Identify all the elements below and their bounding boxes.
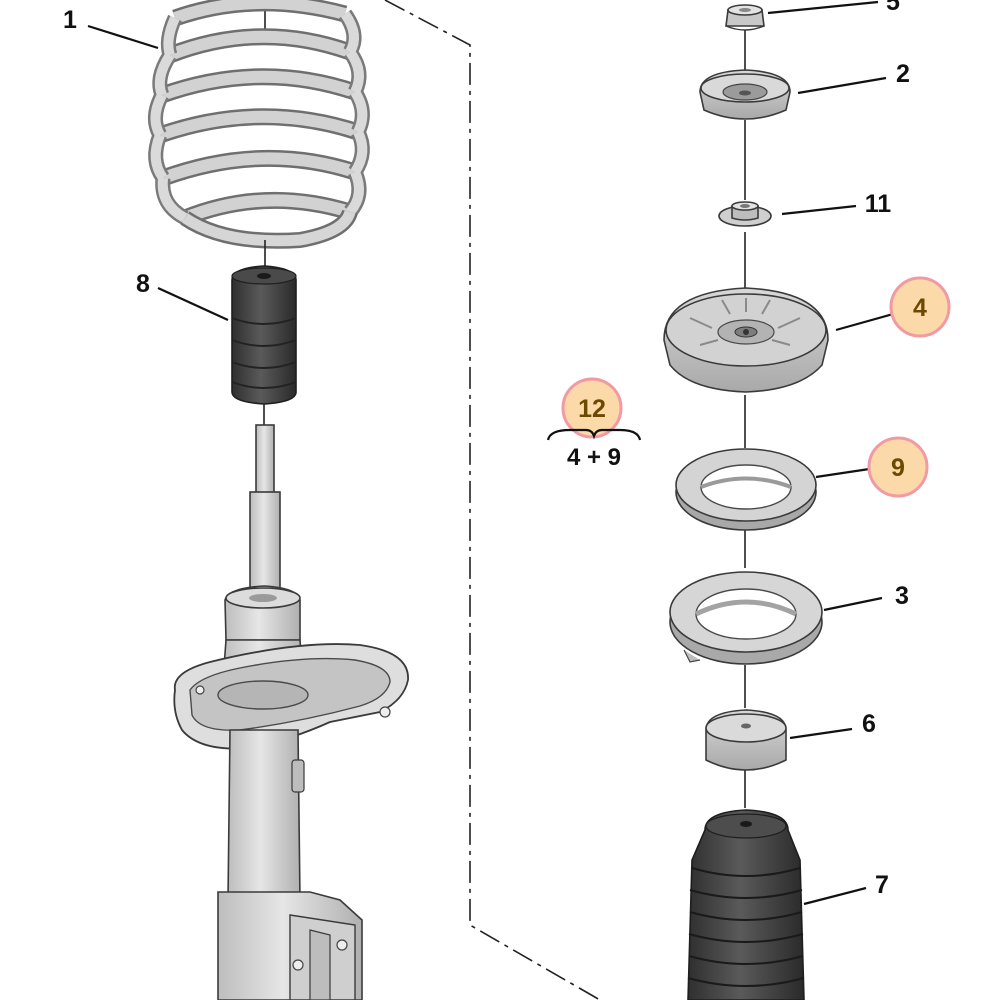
strut-top-mount [663,287,829,393]
label-part-4: 4 [913,294,927,322]
leader-3 [823,596,883,612]
label-part-1: 1 [63,6,77,34]
cup-washer [699,69,791,120]
highlight-badge-12 [561,377,623,439]
label-part-12: 12 [578,395,606,423]
leader-11 [781,204,857,216]
bearing [675,448,817,531]
label-part-9: 9 [891,454,905,482]
coil-spring [148,0,370,249]
group-brace [546,428,642,441]
leader-1 [87,24,159,50]
small-nut [718,201,772,227]
nut [725,4,765,31]
label-part-8: 8 [136,270,150,298]
label-part-11: 11 [865,190,892,218]
highlight-badge-4 [889,276,951,338]
leader-8 [157,286,229,322]
highlight-badge-9 [867,436,929,498]
leader-2 [797,76,887,95]
leader-9 [815,466,877,479]
assembly-dashed-line [384,0,601,1000]
shock-absorber-strut [173,424,409,1000]
label-part-5: 5 [886,0,900,16]
bump-stop-cup [705,709,787,771]
label-part-2: 2 [896,60,910,88]
label-group-formula: 4 + 9 [567,444,621,471]
leader-6 [789,727,853,740]
leader-5 [767,0,879,15]
leader-7 [803,886,867,906]
dust-boot [687,809,805,1000]
bump-stop [231,265,297,405]
label-part-3: 3 [895,582,909,610]
label-part-7: 7 [875,871,889,899]
label-part-6: 6 [862,710,876,738]
spring-seat [669,571,823,665]
